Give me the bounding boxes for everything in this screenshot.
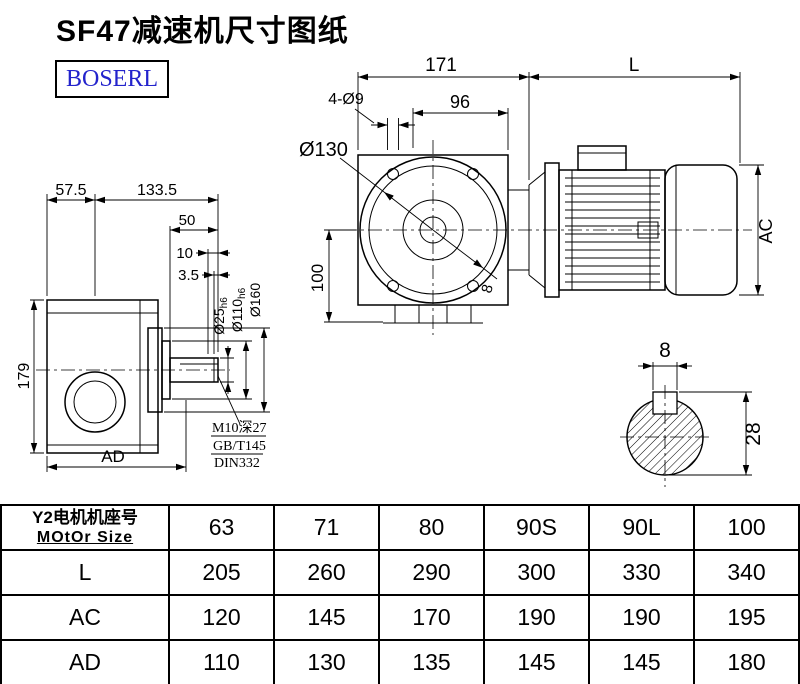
table-cell: 135 xyxy=(378,639,485,684)
table-cell: 290 xyxy=(378,549,485,596)
table-cell: 330 xyxy=(588,549,695,596)
dimension-table: Y2电机机座号 MOtOr Size 63 71 80 90S 90L 100 … xyxy=(0,504,800,684)
dim-50: 50 xyxy=(169,212,218,354)
dim-flange-diameter-label: Ø160 xyxy=(247,283,263,317)
dim-spigot-diameter-label: Ø110h6 xyxy=(229,287,248,332)
table-cell: 180 xyxy=(693,639,800,684)
row-label: AD xyxy=(0,639,170,684)
motor-size-header-cell: Y2电机机座号 MOtOr Size xyxy=(0,504,170,551)
brand-logo-box: BOSERL xyxy=(55,60,169,98)
dim-171-label: 171 xyxy=(425,55,457,76)
left-view-outline xyxy=(36,299,230,454)
dim-shaft-height: 28 xyxy=(667,391,765,476)
dim-10-label: 10 xyxy=(176,245,193,262)
table-cell: 80 xyxy=(378,504,485,551)
motor-size-label-en: MOtOr Size xyxy=(36,529,134,547)
dim-133-5-label: 133.5 xyxy=(137,182,177,199)
motor-outline xyxy=(343,145,752,298)
dim-179-label: 179 xyxy=(16,363,33,390)
table-cell: 71 xyxy=(273,504,380,551)
left-view: 57.5 133.5 50 10 3.5 xyxy=(16,182,270,472)
table-cell: 63 xyxy=(168,504,275,551)
table-row-ad: AD 110 130 135 145 145 180 xyxy=(0,639,800,684)
motor-view: L AC xyxy=(343,55,776,298)
dim-133-5: 133.5 xyxy=(95,182,218,204)
dim-96-label: 96 xyxy=(450,92,470,112)
table-cell: 190 xyxy=(588,594,695,641)
dim-57-5-label: 57.5 xyxy=(55,182,86,199)
dim-50-label: 50 xyxy=(179,212,196,229)
dim-96: 96 xyxy=(412,92,509,150)
dim-key-width-label: 8 xyxy=(659,339,671,362)
dim-179: 179 xyxy=(16,299,44,454)
dim-flange-diameter: Ø160 xyxy=(164,283,270,413)
dim-10: 10 xyxy=(176,245,230,354)
dim-8-front-label: 8 xyxy=(478,283,497,295)
dim-ad: AD xyxy=(46,400,187,472)
dim-ad-label: AD xyxy=(101,447,125,466)
table-cell: 120 xyxy=(168,594,275,641)
table-cell: 300 xyxy=(483,549,590,596)
note-std2: DIN332 xyxy=(214,456,260,471)
brand-logo-text: BOSERL xyxy=(65,65,158,92)
dim-ac: AC xyxy=(739,164,776,296)
table-cell: 145 xyxy=(483,639,590,684)
note-std1: GB/T145 xyxy=(213,439,266,454)
table-cell: 145 xyxy=(588,639,695,684)
dim-3-5-label: 3.5 xyxy=(178,267,199,284)
dim-171: 171 xyxy=(357,55,530,180)
table-cell: 195 xyxy=(693,594,800,641)
dim-bolt-circle-label: Ø130 xyxy=(299,139,348,161)
dim-ac-label: AC xyxy=(756,218,776,243)
note-tap: M10深27 xyxy=(212,420,266,436)
table-row-l: L 205 260 290 300 330 340 xyxy=(0,549,800,596)
table-cell: 145 xyxy=(273,594,380,641)
dim-bolt-holes-label: 4-Ø9 xyxy=(328,91,364,108)
dim-spigot-diameter: Ø110h6 xyxy=(172,287,252,400)
table-cell: 90L xyxy=(588,504,695,551)
dim-shaft-height-label: 28 xyxy=(742,422,765,445)
table-cell: 170 xyxy=(378,594,485,641)
dim-100: 100 xyxy=(308,229,383,323)
technical-drawing: 57.5 133.5 50 10 3.5 xyxy=(16,55,776,487)
table-row-motor-size: Y2电机机座号 MOtOr Size 63 71 80 90S 90L 100 xyxy=(0,504,800,551)
row-label: AC xyxy=(0,594,170,641)
page-title: SF47减速机尺寸图纸 xyxy=(56,15,349,48)
table-cell: 260 xyxy=(273,549,380,596)
dim-l: L xyxy=(529,55,741,163)
center-hole-note: M10深27 GB/T145 DIN332 xyxy=(211,375,266,471)
table-cell: 130 xyxy=(273,639,380,684)
table-cell: 205 xyxy=(168,549,275,596)
dim-3-5: 3.5 xyxy=(178,267,230,354)
table-cell: 90S xyxy=(483,504,590,551)
dim-57-5: 57.5 xyxy=(46,182,219,352)
table-cell: 190 xyxy=(483,594,590,641)
front-view-outline xyxy=(357,140,546,335)
dim-l-label: L xyxy=(629,55,640,76)
row-label: L xyxy=(0,549,170,596)
table-cell: 340 xyxy=(693,549,800,596)
dim-100-label: 100 xyxy=(308,264,327,292)
table-row-ac: AC 120 145 170 190 190 195 xyxy=(0,594,800,641)
table-cell: 100 xyxy=(693,504,800,551)
dim-bolt-holes: 4-Ø9 xyxy=(328,91,415,150)
dim-key-width: 8 xyxy=(638,339,692,390)
front-view: 171 96 4-Ø9 Ø130 8 xyxy=(299,55,546,335)
motor-size-label-cn: Y2电机机座号 xyxy=(32,507,138,527)
shaft-section: 8 28 xyxy=(620,339,765,487)
table-cell: 110 xyxy=(168,639,275,684)
